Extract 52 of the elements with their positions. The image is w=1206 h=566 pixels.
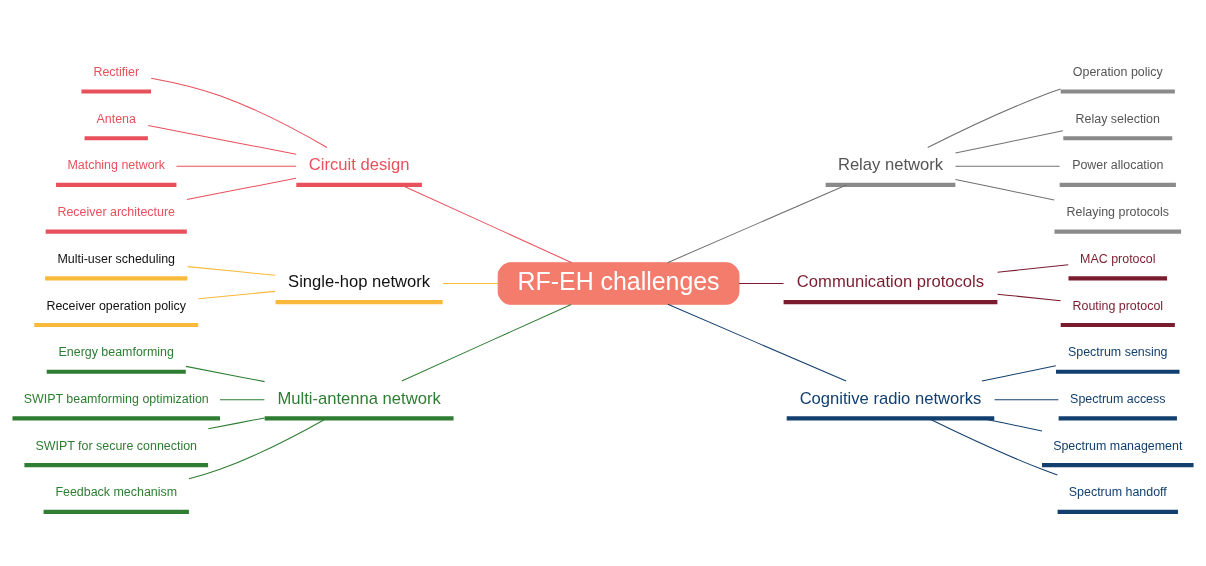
node-text: Spectrum management [1053,438,1183,453]
node-text: Communication protocols [796,272,985,292]
connector [147,125,297,155]
connector [175,165,297,167]
connector [219,399,265,401]
node-text: Matching network [67,158,165,173]
node-text: Feedback mechanism [55,485,178,500]
connector [954,165,1061,167]
connector [994,399,1059,401]
connector [442,283,499,285]
connector [927,88,1062,149]
connector [186,177,297,200]
connector [981,365,1057,382]
node-text: SWIPT beamforming optimization [23,391,209,406]
node-text: Single-hop network [288,272,431,292]
node-text: Rectifier [93,65,140,80]
connector [738,283,785,285]
node-text: Relaying protocols [1066,205,1169,220]
node-text: Antena [96,111,136,126]
connector [997,264,1069,273]
connector [667,184,847,264]
connector [188,417,327,480]
connector [187,266,276,276]
node-text: Power allocation [1072,158,1164,173]
connector [185,365,266,383]
node-text: Spectrum handoff [1068,485,1167,500]
connector [981,417,1043,432]
node-text: SWIPT for secure connection [35,438,198,453]
connector [667,303,847,382]
connector [997,293,1062,302]
node-text: Relay selection [1075,111,1160,126]
node-text: Energy beamforming [58,345,174,360]
connector [954,178,1055,201]
connector [197,290,276,300]
connector [954,130,1064,154]
connector [401,303,572,382]
node-text: Relay network [837,155,944,175]
node-text: Multi-antenna network [277,388,441,408]
node-text: Spectrum sensing [1068,345,1168,360]
connector [928,418,1058,476]
node-text: Spectrum access [1070,391,1166,406]
node-text: MAC protocol [1080,251,1156,266]
node-text: Circuit design [308,155,410,175]
node-text: Operation policy [1072,65,1163,80]
node-text: Multi-user scheduling [57,251,176,266]
node-text: Cognitive radio networks [799,388,982,408]
connector [150,77,328,148]
connector [207,417,265,430]
node-text: Receiver operation policy [46,298,187,313]
node-text: Receiver architecture [57,205,175,220]
node-box: RF-EH challenges [497,262,740,305]
node-text: Routing protocol [1072,298,1164,313]
